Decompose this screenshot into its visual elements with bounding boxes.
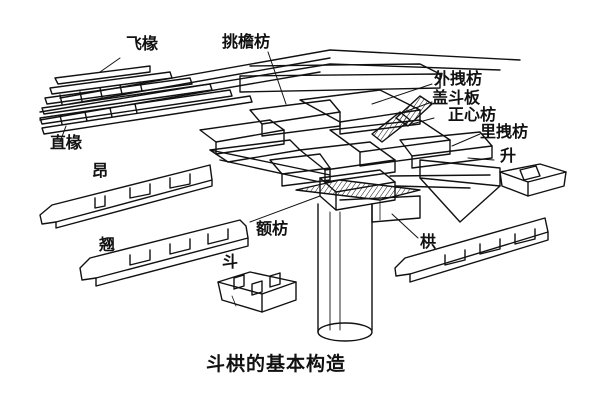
qiao-piece	[79, 219, 249, 287]
gong-piece	[394, 217, 549, 283]
label-e-fang: 额枋	[256, 219, 289, 238]
ang-piece	[39, 164, 213, 229]
label-qiao: 翘	[99, 235, 116, 254]
figure-caption: 斗栱的基本构造	[206, 353, 347, 375]
label-ang: 昂	[92, 161, 109, 180]
leader-lines	[59, 51, 495, 239]
dou-piece	[217, 271, 297, 313]
column	[317, 195, 421, 342]
label-li-zhuai-fang: 里拽枋	[480, 122, 529, 141]
roof-rafters	[39, 49, 521, 135]
sheng-piece	[499, 163, 567, 197]
bracket-cluster	[199, 89, 501, 223]
label-zheng-xin-fang: 正心枋	[448, 105, 497, 124]
label-wai-zhuai-fang: 外拽枋	[434, 69, 483, 88]
label-tiao-yan-fang: 挑檐枋	[222, 32, 271, 51]
label-zhi-chuan: 直椽	[50, 133, 83, 152]
label-dou: 斗	[222, 252, 239, 271]
label-sheng: 升	[500, 146, 517, 165]
label-gai-dou-ban: 盖斗板	[432, 88, 481, 107]
label-gong: 栱	[420, 232, 437, 251]
label-fei-chuan: 飞椽	[126, 34, 159, 53]
